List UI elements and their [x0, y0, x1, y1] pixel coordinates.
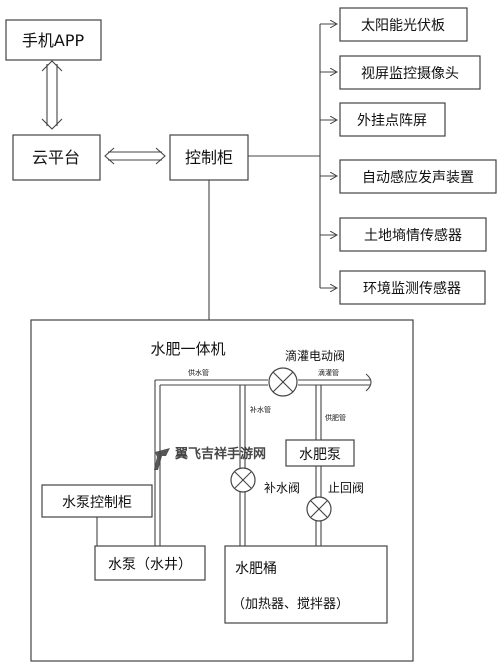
watermark-logo-icon [154, 448, 170, 470]
machine-title: 水肥一体机 [150, 340, 225, 358]
device-led-screen [339, 102, 446, 137]
check-valve-label: 止回阀 [328, 481, 364, 495]
control-cabinet-node [169, 134, 249, 181]
cloud-platform-node [12, 134, 101, 181]
device-soil-sensor [339, 217, 487, 252]
device-solar-panel-label: 太阳能光伏板 [361, 18, 445, 34]
fert-pipe-label: 供肥管 [325, 413, 346, 422]
device-led-screen-label: 外挂点阵屏 [357, 113, 427, 129]
fert-pump-node [285, 439, 355, 467]
pump-well-label: 水泵（水井） [108, 557, 192, 573]
device-sound-alarm-label: 自动感应发声装置 [362, 169, 474, 186]
device-sound-alarm [339, 159, 497, 194]
pump-control-cabinet-node [41, 484, 153, 518]
fert-tank-label: 水肥桶 [235, 561, 277, 577]
watermark: 翼飞吉祥手游网 [154, 446, 266, 470]
device-list: 太阳能光伏板 视屏监控摄像头 外挂点阵屏 自动感应发声装置 土地墒情传感器 环境… [320, 7, 497, 305]
device-video-camera-label: 视屏监控摄像头 [361, 66, 459, 82]
refill-valve-icon [230, 467, 256, 493]
fert-tank-sub-label: （加热器、搅拌器） [232, 596, 349, 612]
fert-tank-node [224, 545, 388, 624]
check-valve-icon [306, 496, 332, 522]
device-solar-panel [339, 7, 468, 42]
cloud-cabinet-link [104, 147, 166, 165]
control-cabinet-label: 控制柜 [185, 148, 233, 167]
drip-pipe-label: 滴灌管 [318, 368, 339, 377]
drip-valve-icon [268, 367, 298, 397]
device-video-camera [339, 55, 481, 90]
pump-well-node [94, 545, 206, 581]
device-env-sensor [339, 270, 486, 305]
drip-valve-label: 滴灌电动阀 [285, 348, 345, 363]
pump-control-cabinet-label: 水泵控制柜 [62, 495, 132, 511]
refill-pipe-label: 补水管 [250, 405, 271, 414]
device-env-sensor-label: 环境监测传感器 [363, 280, 461, 297]
watermark-text: 翼飞吉祥手游网 [174, 446, 266, 462]
mobile-app-label: 手机APP [22, 31, 85, 50]
cloud-platform-label: 云平台 [32, 148, 80, 167]
app-cloud-link [41, 60, 63, 130]
refill-valve-label: 补水阀 [264, 481, 300, 495]
device-soil-sensor-label: 土地墒情传感器 [364, 227, 462, 244]
supply-pipe-label: 供水管 [188, 368, 209, 377]
mobile-app-node [5, 19, 102, 61]
fert-pump-label: 水肥泵 [299, 447, 341, 463]
pipe-network [154, 373, 372, 546]
